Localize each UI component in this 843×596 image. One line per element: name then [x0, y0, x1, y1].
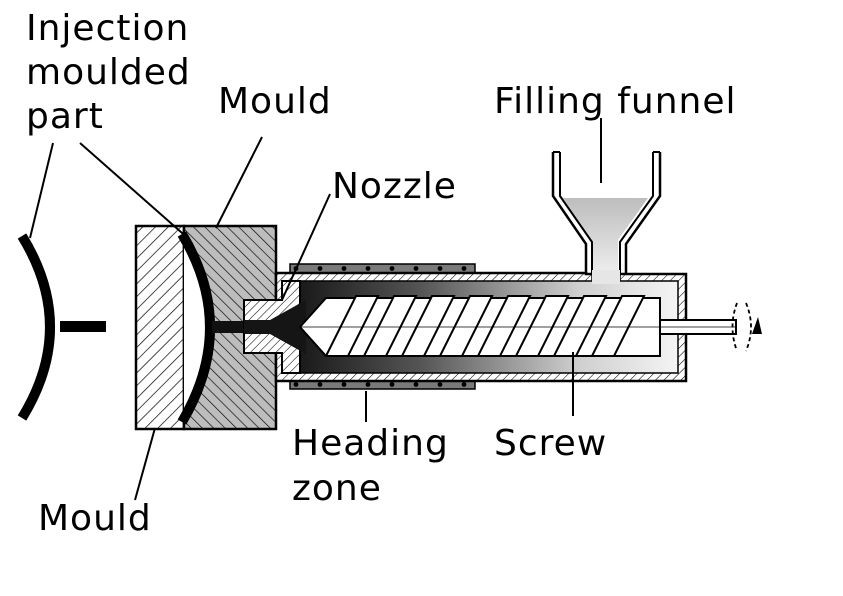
label-heating-line2: zone — [292, 468, 382, 509]
label-nozzle: Nozzle — [332, 166, 457, 207]
label-mould-top: Mould — [218, 81, 332, 122]
ejected-part — [17, 233, 106, 421]
heater-band-top — [289, 263, 476, 274]
label-mould-bottom: Mould — [38, 498, 152, 539]
screw — [298, 295, 737, 357]
labels: Injection moulded part Mould Nozzle Fill… — [26, 8, 736, 539]
label-heating-line1: Heading — [292, 423, 449, 464]
leader-lines — [29, 118, 602, 501]
mould-left — [134, 224, 186, 431]
label-injection-part-line3: part — [26, 96, 104, 137]
sprue — [212, 321, 246, 333]
label-filling-funnel: Filling funnel — [494, 81, 736, 122]
filling-funnel — [551, 151, 662, 274]
label-injection-part-line2: moulded — [26, 52, 191, 93]
rotation-arrow-icon — [731, 302, 762, 352]
nozzle — [243, 280, 306, 374]
moulded-part — [177, 231, 215, 425]
label-injection-part-line1: Injection — [26, 8, 189, 49]
label-screw: Screw — [494, 423, 607, 464]
